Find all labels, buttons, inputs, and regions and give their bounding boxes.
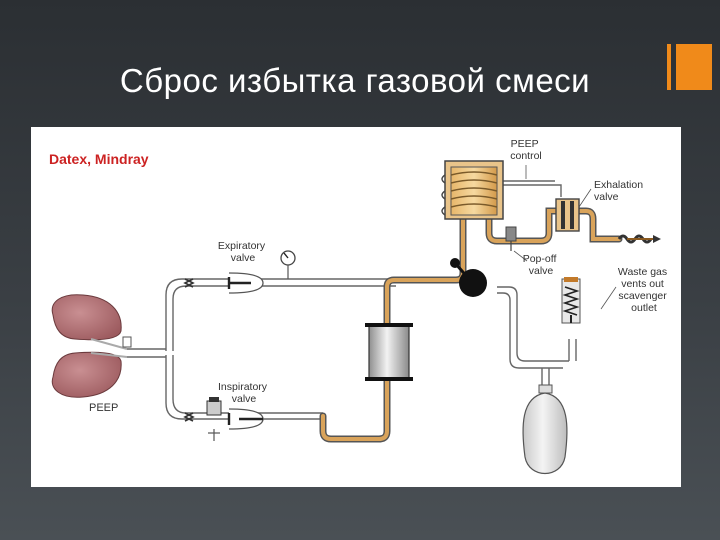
scavenger-spring-valve [561,277,581,324]
absorber-canister [365,323,413,381]
leader-lines [513,165,617,310]
label-peep: PEEP [89,402,118,414]
waste-outlet [617,234,661,244]
label-popoff-valve: Pop-off valve [523,253,560,277]
reservoir-bag [522,384,568,474]
label-waste-gas: Waste gas vents out scavenger outlet [618,266,670,314]
expiratory-valve [227,250,296,294]
bellows-housing [441,160,504,220]
drive-gas-tubes [319,207,623,443]
figure-caption: Datex, Mindray [49,151,149,167]
patient-circuit [127,175,577,420]
flow-markers [183,278,195,422]
label-inspiratory-valve: Inspiratory valve [218,381,270,405]
label-exhalation-valve: Exhalation valve [594,179,646,203]
check-valve [450,258,487,297]
ventilator-diagram: Datex, Mindray [31,127,681,487]
accent-bar-thin [667,44,671,90]
inspiratory-valve [206,397,264,441]
accent-bar-thick [676,44,712,90]
diagram-svg: Datex, Mindray [49,138,670,474]
label-peep-control: PEEP control [510,138,542,162]
label-expiratory-valve: Expiratory valve [218,240,268,264]
popoff-valve [505,226,517,251]
exhalation-valve [555,198,580,232]
lungs [51,294,132,398]
slide-title: Сброс избытка газовой смеси [119,62,591,99]
